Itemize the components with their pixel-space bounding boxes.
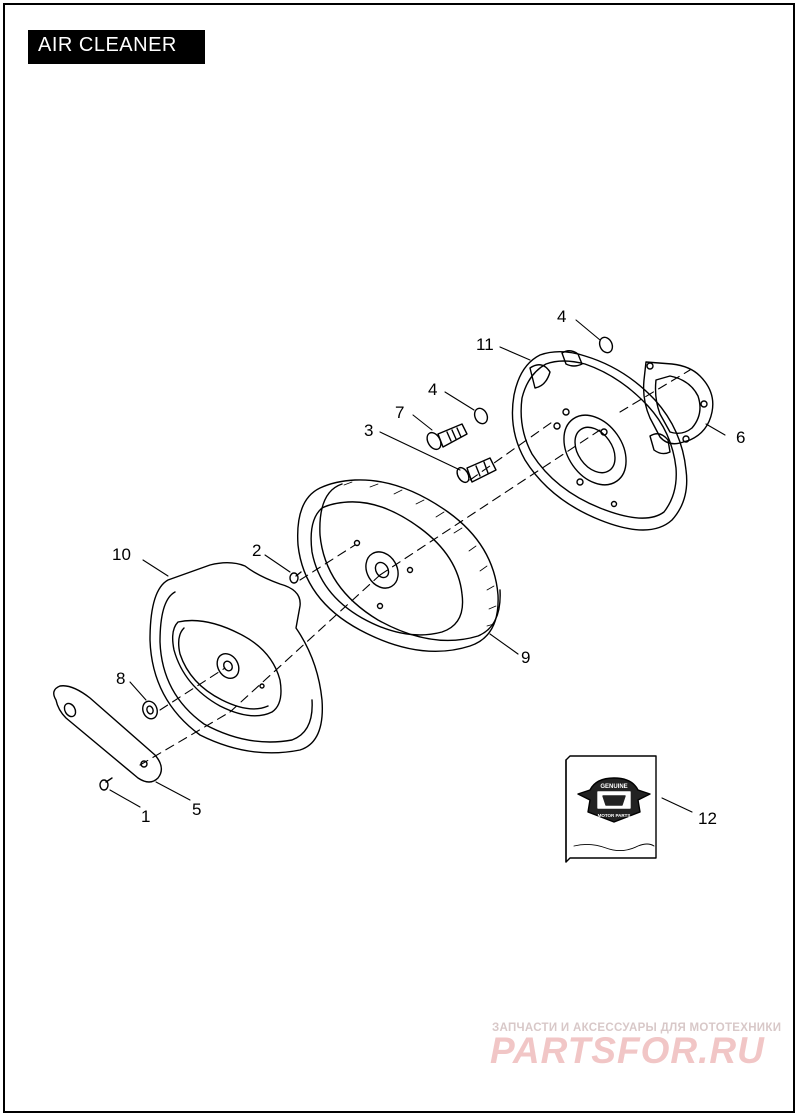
o-ring-part-4-upper bbox=[598, 336, 614, 354]
callout-1: 1 bbox=[141, 807, 150, 826]
leader-lines bbox=[109, 319, 726, 813]
callout-4-upper: 4 bbox=[557, 307, 566, 326]
callout-12: 12 bbox=[698, 809, 717, 828]
backplate-part-11 bbox=[511, 350, 688, 531]
callout-9: 9 bbox=[521, 648, 530, 667]
watermark-site: PARTSFOR.RU bbox=[490, 1030, 765, 1071]
callout-7: 7 bbox=[395, 403, 404, 422]
kit-logo-top: GENUINE bbox=[600, 784, 627, 790]
callout-2: 2 bbox=[252, 541, 261, 560]
diagram-frame bbox=[3, 3, 795, 1113]
o-ring-part-4-lower bbox=[473, 407, 489, 425]
trim-plate-part-5 bbox=[53, 685, 163, 783]
screw-part-2 bbox=[289, 571, 302, 584]
callout-4-lower: 4 bbox=[428, 380, 437, 399]
callout-3: 3 bbox=[364, 421, 373, 440]
screw-part-1 bbox=[99, 777, 113, 791]
assembly-axis-line bbox=[139, 369, 691, 766]
callout-10: 10 bbox=[112, 545, 131, 564]
page-title: AIR CLEANER bbox=[28, 30, 205, 64]
filter-element-part-9 bbox=[296, 479, 501, 652]
callout-6: 6 bbox=[736, 428, 745, 447]
breather-bolt-part-7 bbox=[426, 423, 468, 451]
callout-8: 8 bbox=[116, 669, 125, 688]
breather-fitting-part-3 bbox=[456, 457, 497, 484]
nut-part-8 bbox=[142, 700, 158, 720]
kit-box-part-12 bbox=[565, 755, 657, 863]
kit-logo-bottom: MOTOR PARTS bbox=[598, 813, 631, 818]
watermark-tagline: ЗАПЧАСТИ И АКСЕССУАРЫ ДЛЯ МОТОТЕХНИКИ bbox=[492, 1022, 782, 1034]
gasket-part-6 bbox=[642, 361, 714, 445]
cover-part-10 bbox=[149, 562, 324, 754]
callout-5: 5 bbox=[192, 800, 201, 819]
callout-11: 11 bbox=[476, 335, 494, 354]
